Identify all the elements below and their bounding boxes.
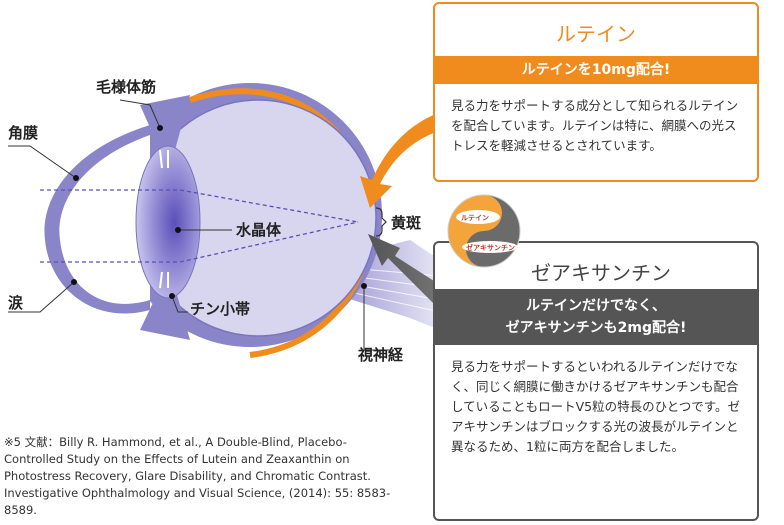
lutein-band: ルテインを10mg配合!: [435, 56, 757, 84]
zeaxanthin-title: ゼアキサンチン: [531, 261, 671, 285]
lens-shape: [135, 145, 201, 299]
zeaxanthin-band-line1: ルテインだけでなく、: [526, 298, 666, 314]
reference-note: ※5 文献：Billy R. Hammond, et al., A Double…: [4, 435, 391, 517]
lutein-arrow: [360, 110, 448, 208]
zeaxanthin-body: 見る力をサポートするといわれるルテインだけでなく、同じく網膜に働きかけるゼアキサ…: [451, 359, 741, 454]
eyeball-inner: [140, 100, 376, 336]
lutein-body: 見る力をサポートする成分として知られるルテインを配合しています。ルテインは特に、…: [451, 98, 739, 153]
zeaxanthin-card: ゼアキサンチン ルテインだけでなく、 ゼアキサンチンも2mg配合! 見る力をサポ…: [433, 241, 759, 521]
label-cornea: 角膜: [8, 124, 39, 142]
ciliary-upper: [140, 95, 190, 150]
badge-bottom-text: ゼアキサンチン: [466, 244, 515, 252]
label-optic-nerve: 視神経: [358, 346, 404, 364]
macula-brace: [375, 207, 387, 237]
label-macula: 黄斑: [391, 214, 422, 232]
zeaxanthin-arrow: [368, 234, 448, 310]
label-ciliary: 毛様体筋: [96, 78, 157, 96]
lutein-card: ルテイン ルテインを10mg配合! 見る力をサポートする成分として知られるルテイ…: [433, 2, 759, 182]
label-lens: 水晶体: [236, 221, 282, 239]
zeaxanthin-band: ルテインだけでなく、 ゼアキサンチンも2mg配合!: [435, 289, 757, 345]
label-tears: 涙: [8, 294, 24, 312]
lutein-title: ルテイン: [556, 22, 636, 46]
lutein-zeaxanthin-badge-icon: ルテイン ゼアキサンチン: [446, 193, 522, 269]
zeaxanthin-band-line2: ゼアキサンチンも2mg配合!: [505, 320, 687, 336]
label-zonule: チン小帯: [190, 300, 251, 318]
ciliary-lower: [140, 288, 190, 340]
badge-top-text: ルテイン: [461, 214, 489, 222]
yin-yang-icon: [447, 194, 521, 268]
